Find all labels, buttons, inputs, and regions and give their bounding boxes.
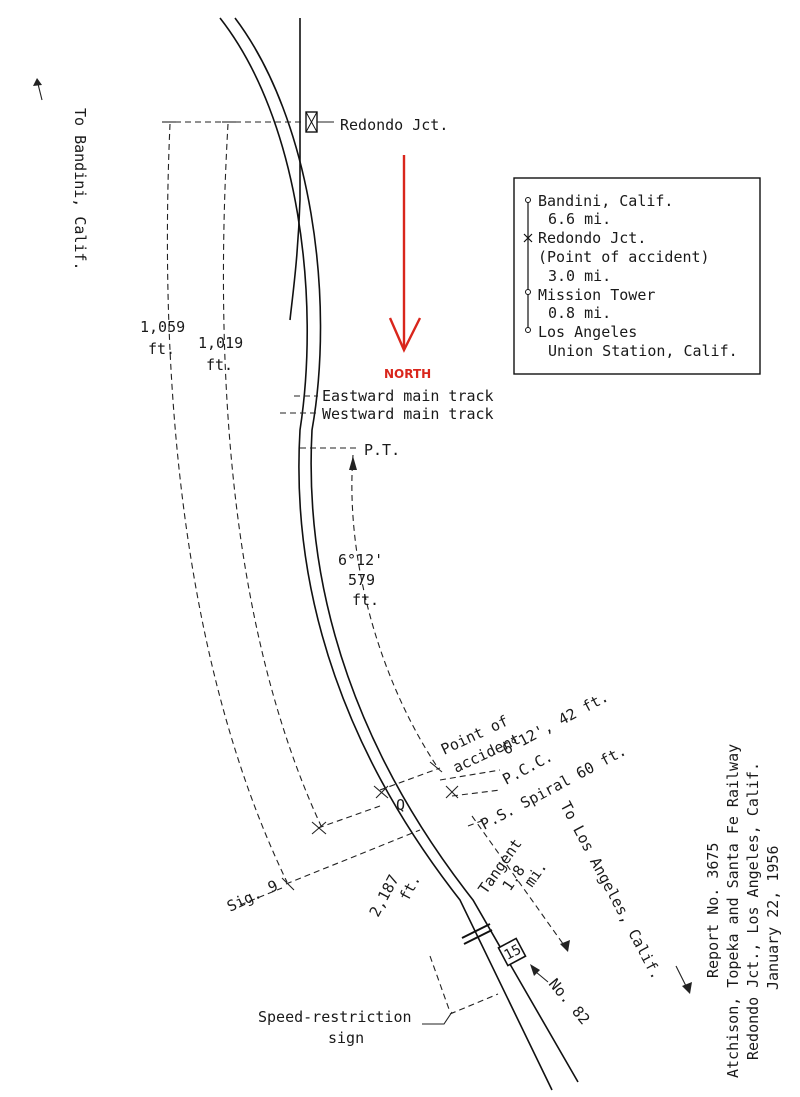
- to-bandini-label: To Bandini, Calif.: [71, 108, 89, 271]
- curve-degree-label: 6°12': [338, 551, 383, 569]
- dimension-2187: [429, 955, 451, 1013]
- eastward-track-label: Eastward main track: [322, 387, 494, 405]
- legend-poa: (Point of accident): [538, 248, 710, 266]
- curve-6-12-42-label: 6°12', 42 ft.: [499, 688, 611, 759]
- legend-dist1: 6.6 mi.: [548, 210, 611, 228]
- locomotive-marker: 15: [497, 937, 527, 967]
- branch-track: [289, 18, 301, 321]
- legend-dist3: 0.8 mi.: [548, 304, 611, 322]
- report-line4: January 22, 1956: [764, 846, 782, 991]
- legend-la2: Union Station, Calif.: [548, 342, 738, 360]
- svg-text:15: 15: [502, 942, 524, 964]
- redondo-jct-cross-icon: [305, 111, 318, 133]
- to-los-angeles-label: To Los Angeles, Calif.: [556, 798, 665, 982]
- marker-q: Q: [396, 796, 405, 814]
- pt-label: P.T.: [364, 441, 400, 459]
- sig9-crossline: [285, 829, 421, 885]
- dim-1019-value: 1,019: [198, 334, 243, 352]
- train-arrow: [535, 971, 549, 983]
- speed-sign-leader: [422, 1011, 453, 1025]
- accident-crossline: [379, 767, 441, 791]
- report-caption: Report No. 3675 Atchison, Topeka and San…: [704, 744, 782, 1078]
- tangent-unit: mi.: [521, 858, 551, 891]
- train-no-label: No. 82: [545, 975, 594, 1028]
- legend-redondo: Redondo Jct.: [538, 229, 646, 247]
- speed-sign-label-2: sign: [328, 1029, 364, 1047]
- eastward-main-track: [219, 17, 553, 1091]
- dim-1059-unit: ft.: [148, 340, 175, 358]
- tangent-line: [471, 815, 567, 949]
- switch-bar: [461, 923, 491, 939]
- dimension-1019: [222, 123, 323, 829]
- sig9-label: Sig. 9: [224, 876, 281, 915]
- legend-dist2: 3.0 mi.: [548, 267, 611, 285]
- westward-track-label: Westward main track: [322, 405, 494, 423]
- curve-unit-label: ft.: [352, 591, 379, 609]
- dim-1059-value: 1,059: [140, 318, 185, 336]
- dimension-579: [351, 454, 437, 766]
- legend-bandini: Bandini, Calif.: [538, 192, 673, 210]
- report-line1: Report No. 3675: [704, 843, 722, 978]
- dim-1019-unit: ft.: [206, 356, 233, 374]
- speed-sign-label-1: Speed-restriction: [258, 1008, 412, 1026]
- legend-cross-icon: [523, 233, 533, 243]
- dimension-1059: [166, 123, 288, 883]
- legend-box: Bandini, Calif. 6.6 mi. Redondo Jct. (Po…: [513, 177, 761, 375]
- north-label: NORTH: [384, 367, 431, 381]
- sig-crossline-1: [317, 805, 381, 829]
- curve-length-label: 579: [348, 571, 375, 589]
- redondo-jct-label: Redondo Jct.: [340, 116, 448, 134]
- legend-mission: Mission Tower: [538, 286, 655, 304]
- speed-sign-line: [449, 993, 499, 1015]
- westward-main-track: [234, 17, 579, 1083]
- report-line2: Atchison, Topeka and Santa Fe Railway: [724, 744, 742, 1078]
- legend-la1: Los Angeles: [538, 323, 637, 341]
- dim-2187-unit: ft.: [396, 872, 425, 904]
- report-line3: Redondo Jct., Los Angeles, Calif.: [744, 762, 762, 1060]
